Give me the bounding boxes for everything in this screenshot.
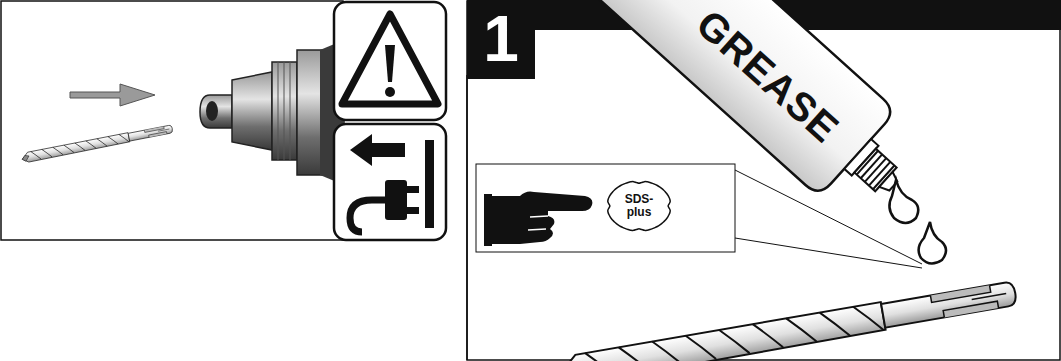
hammer-chuck (200, 40, 344, 185)
panel-edge (466, 75, 468, 360)
sds-plus-badge: SDS- plus (605, 179, 673, 233)
pointing-hand (484, 192, 592, 247)
panel-frame (1, 1, 343, 240)
insert-arrow (70, 84, 155, 106)
unplug-icon (334, 124, 446, 240)
warning-icon (334, 2, 446, 120)
step-number-text: 1 (483, 6, 519, 73)
inset-box (476, 164, 922, 268)
grease-drop (889, 180, 946, 264)
step-number: 1 (467, 0, 535, 79)
badge-text: SDS- plus (621, 193, 657, 218)
badge-shape (608, 182, 670, 231)
